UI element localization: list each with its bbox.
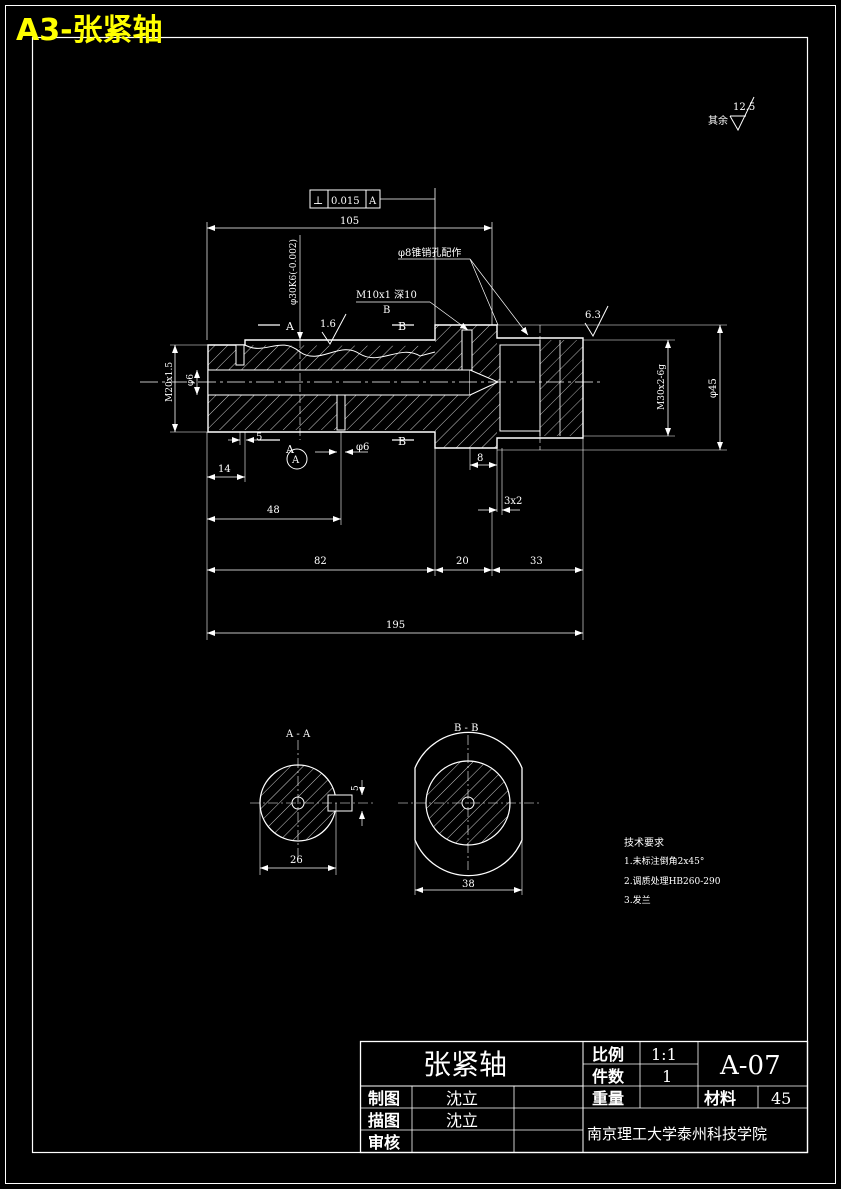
radial-hole-phi6 — [235, 344, 245, 366]
roughness-rest-symbol: 12.5 其余 — [708, 96, 755, 132]
svg-text:M20x1.5: M20x1.5 — [165, 362, 175, 402]
svg-text:12.5: 12.5 — [733, 102, 755, 113]
title-block — [359, 1040, 809, 1154]
section-view-bb: B - B 38 — [398, 723, 540, 895]
svg-text:1:1: 1:1 — [651, 1045, 677, 1064]
svg-text:48: 48 — [267, 505, 280, 516]
svg-text:38: 38 — [462, 879, 475, 890]
svg-text:φ6: φ6 — [186, 374, 196, 386]
svg-text:B: B — [383, 305, 390, 316]
svg-text:审核: 审核 — [368, 1133, 400, 1152]
svg-text:A-07: A-07 — [719, 1051, 781, 1081]
svg-text:φ6: φ6 — [356, 442, 369, 453]
svg-text:张紧轴: 张紧轴 — [423, 1048, 507, 1081]
svg-text:描图: 描图 — [368, 1111, 400, 1130]
svg-text:M10x1 深10: M10x1 深10 — [356, 289, 417, 301]
svg-text:沈立: 沈立 — [446, 1111, 478, 1130]
svg-text:14: 14 — [218, 464, 231, 475]
svg-text:M30x2-6g: M30x2-6g — [657, 364, 667, 410]
center-bore — [207, 369, 471, 396]
sheet-title: A3-张紧轴 — [16, 13, 163, 48]
svg-text:A: A — [285, 443, 295, 456]
svg-text:8: 8 — [477, 453, 483, 464]
svg-text:φ8锥销孔配作: φ8锥销孔配作 — [398, 246, 461, 259]
svg-text:比例: 比例 — [592, 1045, 624, 1064]
svg-text:⊥: ⊥ — [313, 194, 323, 207]
geometric-tolerance-frame: ⊥ 0.015 A — [309, 188, 436, 325]
svg-text:20: 20 — [456, 556, 469, 567]
pin-hole — [461, 329, 473, 371]
section-view-aa: A - A 26 5 — [250, 729, 375, 875]
shaft-outline — [207, 324, 584, 449]
svg-text:3x2: 3x2 — [504, 496, 522, 507]
svg-text:A: A — [285, 320, 295, 333]
svg-text:6.3: 6.3 — [585, 310, 601, 321]
svg-text:制图: 制图 — [368, 1089, 400, 1108]
svg-text:B: B — [398, 435, 406, 448]
svg-text:5: 5 — [256, 432, 262, 443]
svg-text:φ45: φ45 — [708, 378, 719, 398]
svg-text:B: B — [398, 320, 406, 333]
svg-text:82: 82 — [314, 556, 327, 567]
svg-text:A - A: A - A — [285, 729, 311, 740]
svg-text:件数: 件数 — [592, 1067, 625, 1086]
svg-text:105: 105 — [340, 216, 359, 227]
svg-text:0.015: 0.015 — [331, 196, 360, 207]
svg-text:33: 33 — [530, 556, 543, 567]
title-block-text: 张紧轴 比例 1:1 件数 1 A-07 重量 材料 45 制图 沈立 描图 沈… — [368, 1045, 791, 1152]
hatch-thread-bore — [540, 340, 583, 436]
svg-text:重量: 重量 — [592, 1089, 624, 1108]
svg-text:195: 195 — [386, 620, 405, 631]
svg-text:5: 5 — [351, 785, 361, 791]
technical-requirements: 技术要求 1.未标注倒角2x45° 2.调质处理HB260-290 3.发兰 — [624, 836, 721, 906]
svg-text:材料: 材料 — [704, 1089, 736, 1108]
svg-text:2.调质处理HB260-290: 2.调质处理HB260-290 — [624, 875, 721, 887]
svg-text:其余: 其余 — [708, 114, 728, 127]
side-hole — [336, 394, 346, 431]
thread-bore — [499, 344, 541, 432]
svg-text:3.发兰: 3.发兰 — [624, 894, 651, 906]
hatch-upper — [208, 325, 470, 370]
svg-text:1.未标注倒角2x45°: 1.未标注倒角2x45° — [624, 855, 704, 867]
svg-text:沈立: 沈立 — [446, 1089, 478, 1108]
svg-text:技术要求: 技术要求 — [624, 836, 664, 849]
svg-text:B - B: B - B — [454, 723, 478, 734]
svg-text:45: 45 — [771, 1089, 791, 1108]
svg-text:A: A — [291, 455, 300, 466]
main-view: A A B B A 1.6 6.3 ⊥ 0.015 A 105 φ30K6(-0… — [140, 188, 727, 640]
svg-text:1: 1 — [662, 1067, 672, 1086]
svg-text:A: A — [368, 196, 377, 207]
svg-text:1.6: 1.6 — [320, 319, 336, 330]
inner-border — [31, 36, 809, 1154]
svg-text:φ30K6(-0.002): φ30K6(-0.002) — [288, 239, 299, 305]
outer-border — [5, 5, 836, 1184]
svg-text:26: 26 — [290, 855, 303, 866]
svg-text:南京理工大学泰州科技学院: 南京理工大学泰州科技学院 — [587, 1125, 767, 1143]
